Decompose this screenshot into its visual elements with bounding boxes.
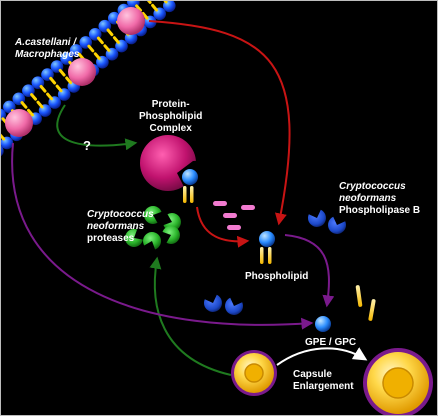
cryptococcus-cell-large-icon: [363, 348, 433, 415]
arrow-phospholipid-to-gpe: [284, 234, 335, 308]
protease-pacman-icon: [163, 213, 181, 232]
arrow-host-to-complex: [56, 104, 138, 151]
capsule-label-line-1: Capsule: [293, 369, 332, 380]
membrane-lipid-tail: [146, 1, 152, 4]
gpe-gpc-label: GPE / GPC: [305, 337, 357, 348]
membrane-lipid-tail: [20, 101, 28, 109]
membrane-protein-icon: [5, 109, 33, 137]
host-label-line-1: A.castellani /: [15, 37, 77, 48]
membrane-lipid-head: [1, 145, 4, 157]
membrane-lipid-tail: [112, 36, 120, 44]
complex-label-line-1: Protein-: [151, 99, 190, 110]
phospholipid-molecule-icon: [259, 231, 275, 264]
protease-label-line-2: neoformans: [87, 221, 145, 232]
complex-label: Protein- Phospholipid Complex: [139, 99, 202, 135]
phospholipase-label-line-3: Phospholipase B: [339, 205, 421, 216]
membrane-lipid-tail: [141, 12, 149, 20]
host-label-line-2: Macrophages: [15, 49, 80, 60]
arrow-complex-to-phospholipid: [196, 206, 250, 248]
membrane-lipid-head: [163, 1, 176, 13]
phospholipase-pacman-icon: [307, 209, 326, 227]
membrane-lipid-tail: [106, 28, 114, 37]
complex-label-line-3: Complex: [149, 123, 192, 134]
unknown-mechanism-label: ?: [83, 138, 91, 153]
protein-phospholipid-complex-icon: [140, 135, 212, 203]
complex-label-line-2: Phospholipid: [139, 111, 203, 122]
fragment-icon-group: [213, 201, 255, 230]
protease-pacman-icon: [144, 205, 162, 224]
membrane-protein-icon: [68, 58, 96, 86]
membrane-lipid-tail: [65, 76, 73, 85]
cryptococcus-cell-small-icon: [231, 350, 277, 396]
protease-label-line-1: Cryptococcus: [87, 209, 154, 220]
phospholipid-label: Phospholipid: [245, 271, 309, 282]
membrane-lipid-tail: [49, 76, 57, 85]
membrane-lipid-tail: [163, 1, 168, 4]
membrane-lipid-tail: [93, 52, 101, 60]
phospholipase-label-line-1: Cryptococcus: [339, 181, 406, 192]
capsule-label-line-2: Enlargement: [293, 381, 354, 392]
membrane-lipid-tail: [87, 44, 95, 53]
phospholipase-label-line-2: neoformans: [339, 193, 397, 204]
arrow-host-to-phospholipid: [148, 20, 291, 226]
protease-label-line-3: proteases: [87, 233, 135, 244]
membrane-lipid-tail: [135, 4, 142, 12]
arrow-capsule-enlargement: [276, 347, 368, 366]
fatty-acid-tail-icon: [355, 285, 376, 321]
membrane-protein-icon: [117, 7, 145, 35]
phospholipase-pacman-group: [203, 209, 347, 315]
membrane-lipid-tail: [30, 93, 37, 101]
arrow-yeast-to-proteases: [149, 256, 232, 376]
arrow-host-to-gpe: [11, 142, 314, 330]
membrane-lipid-tail: [58, 68, 66, 77]
protease-pacman-icon: [143, 232, 162, 250]
membrane-lipid-tail: [36, 100, 44, 109]
membrane-lipid-tail: [151, 3, 158, 12]
phospholipase-pacman-icon: [225, 297, 244, 315]
gpe-gpc-molecule-icon: [315, 316, 331, 332]
host-cell-label: A.castellani / Macrophages: [15, 37, 79, 61]
membrane-lipid-tail: [55, 84, 63, 93]
membrane-lipid-tail: [39, 85, 47, 93]
protease-pacman-icon: [162, 225, 180, 244]
capsule-enlargement-label: Capsule Enlargement: [293, 369, 354, 393]
membrane-lipid-tail: [103, 44, 111, 52]
protease-label: Cryptococcus neoformans proteases: [87, 209, 154, 245]
membrane-lipid-tail: [96, 36, 104, 45]
host-membrane-proteins: [5, 7, 145, 137]
protease-pacman-group: [125, 205, 181, 250]
phospholipase-pacman-icon: [203, 294, 222, 312]
membrane-lipid-tail: [27, 108, 34, 117]
phospholipase-pacman-icon: [328, 216, 347, 234]
protease-pacman-icon: [125, 228, 143, 247]
membrane-lipid-tail: [46, 92, 53, 101]
membrane-lipid-tail: [1, 133, 6, 141]
phospholipase-label: Cryptococcus neoformans Phospholipase B: [339, 181, 420, 217]
